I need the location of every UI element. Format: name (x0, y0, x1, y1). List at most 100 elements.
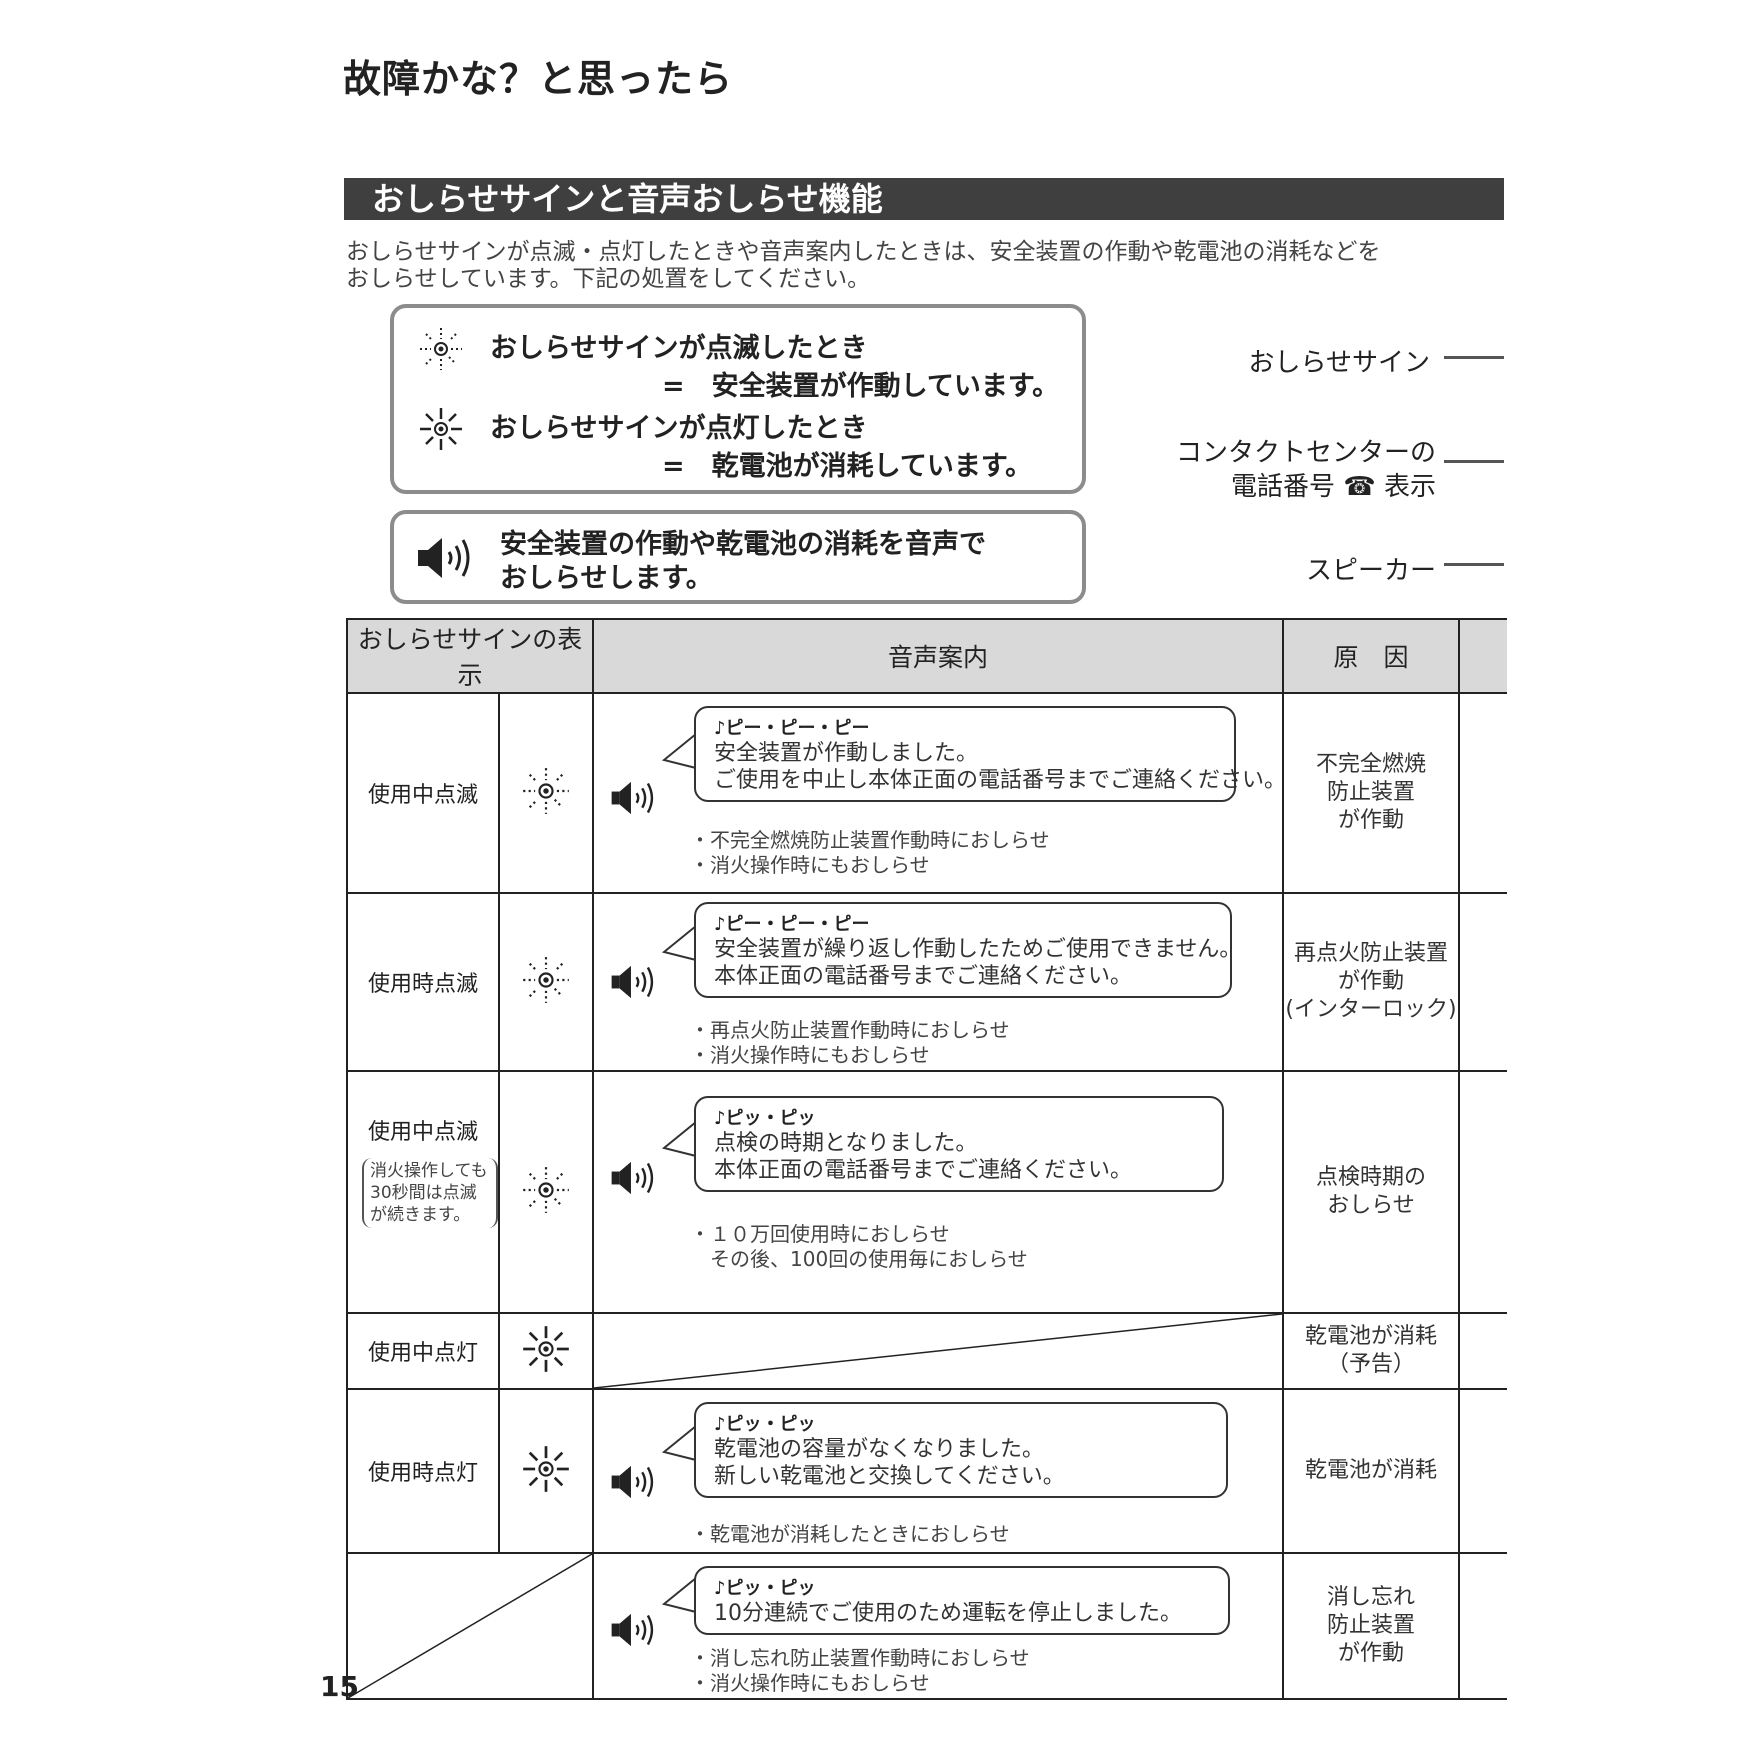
row-label-cell: 使用中点滅 消火操作しても30秒間は点滅が続きます。 (346, 1070, 500, 1314)
speaker-icon (611, 1613, 654, 1647)
speaker-icon (418, 538, 470, 578)
blink-icon (523, 957, 569, 1003)
voice-message-2: ご使用を中止し本体正面の電話番号までご連絡ください。 (714, 768, 1287, 793)
row-label: 使用中点滅 (367, 1120, 478, 1145)
voice-notes: ・消し忘れ防止装置作動時におしらせ ・消火操作時にもおしらせ (690, 1646, 1030, 1695)
voice-message-1: 乾電池の容量がなくなりました。 (714, 1437, 1045, 1462)
row-voice-cell: ♪ピッ・ピッ 点検の時期となりました。 本体正面の電話番号までご連絡ください。 … (592, 1070, 1285, 1314)
row-cause: 不完全燃焼 防止装置 が作動 (1282, 692, 1461, 894)
row-extra (1458, 1312, 1508, 1390)
row-extra (1458, 1388, 1508, 1554)
header-voice: 音声案内 (592, 618, 1285, 694)
row-label: 使用時点滅 (346, 892, 500, 1072)
row-extra (1458, 692, 1508, 894)
table-header-row: おしらせサインの表示 音声案内 原 因 (345, 618, 1508, 694)
cause-line: (インターロック) (1285, 997, 1457, 1022)
cause-line: 再点火防止装置 (1294, 941, 1449, 966)
table-row: ♪ピッ・ピッ 10分連続でご使用のため運転を停止しました。 ・消し忘れ防止装置作… (345, 1552, 1508, 1700)
header-cause: 原 因 (1282, 618, 1461, 694)
blink-icon (420, 328, 462, 370)
row-label: 使用中点滅 (346, 692, 500, 894)
speaker-label: スピーカー (1305, 556, 1436, 586)
voice-legend-line-1: 安全装置の作動や乾電池の消耗を音声で (500, 529, 986, 560)
contact-label-line-1: コンタクトセンターの (1175, 438, 1436, 468)
beep-text: ♪ピッ・ピッ (714, 1414, 816, 1435)
voice-message-1: 安全装置が繰り返し作動したためご使用できません。 (714, 937, 1242, 962)
row-extra (1458, 1070, 1508, 1314)
contact-label-line-2: 電話番号 ☎ 表示 (1140, 466, 1436, 503)
contact-phone-text: 電話番号 (1231, 472, 1336, 502)
row-cause: 乾電池が消耗 (1282, 1388, 1461, 1554)
speaker-leader-line (1444, 563, 1504, 566)
cause-line: 不完全燃焼 (1316, 752, 1427, 777)
contact-display-text: 表示 (1383, 472, 1436, 502)
speaker-icon (611, 1161, 654, 1195)
sign-label: おしらせサイン (1248, 348, 1430, 378)
cause-line: 点検時期の (1316, 1165, 1427, 1190)
voice-message-2: 本体正面の電話番号までご連絡ください。 (714, 964, 1133, 989)
sign-table: おしらせサインの表示 音声案内 原 因 使用中点滅 ♪ピー・ピー・ピー 安全装置… (345, 618, 1508, 1700)
voice-notes: ・再点火防止装置作動時におしらせ ・消火操作時にもおしらせ (690, 1018, 1010, 1067)
lit-icon (523, 1446, 569, 1492)
voice-bubble: ♪ピッ・ピッ 10分連続でご使用のため運転を停止しました。 (694, 1566, 1231, 1635)
row-label: 使用中点灯 (346, 1312, 500, 1390)
voice-legend-box: 安全装置の作動や乾電池の消耗を音声で おしらせします。 (390, 510, 1086, 604)
page-title: 故障かな？と思ったら (343, 57, 734, 101)
voice-bubble: ♪ピー・ピー・ピー 安全装置が繰り返し作動したためご使用できません。 本体正面の… (694, 902, 1242, 998)
voice-bubble: ♪ピッ・ピッ 乾電池の容量がなくなりました。 新しい乾電池と交換してください。 (694, 1402, 1229, 1498)
cause-line: 消し忘れ (1327, 1585, 1416, 1610)
lit-icon (523, 1326, 569, 1372)
table-row: 使用時点滅 ♪ピー・ピー・ピー 安全装置が繰り返し作動したためご使用できません。… (346, 892, 1508, 1072)
row-voice-cell-empty (592, 1312, 1285, 1390)
blink-icon (523, 1167, 569, 1213)
voice-notes: ・１０万回使用時におしらせ その後、100回の使用毎におしらせ (690, 1222, 1028, 1271)
voice-notes: ・不完全燃焼防止装置作動時におしらせ ・消火操作時にもおしらせ (690, 828, 1050, 877)
row-sign-cell-empty (345, 1552, 595, 1700)
blink-meaning: = 安全装置が作動しています。 (662, 371, 1060, 402)
sign-leader-line (1444, 356, 1504, 359)
lit-condition: おしらせサインが点灯したとき (490, 413, 868, 444)
bubble-tail (662, 925, 697, 961)
row-extra (1458, 892, 1508, 1072)
row-voice-cell: ♪ピッ・ピッ 乾電池の容量がなくなりました。 新しい乾電池と交換してください。 … (592, 1388, 1285, 1554)
row-cause: 乾電池が消耗 （予告） (1282, 1312, 1461, 1390)
blink-icon (523, 768, 569, 814)
section-title: おしらせサインと音声おしらせ機能 (372, 180, 883, 218)
sign-legend-box: おしらせサインが点滅したとき = 安全装置が作動しています。 おしらせサインが点… (390, 304, 1086, 494)
cause-line: 防止装置 (1327, 1613, 1416, 1638)
table-row: 使用中点滅 ♪ピー・ピー・ピー 安全装置が作動しました。 ご使用を中止し本体正面… (346, 692, 1508, 894)
voice-message-2: 本体正面の電話番号までご連絡ください。 (714, 1158, 1133, 1183)
row-cause: 再点火防止装置 が作動 (インターロック) (1282, 892, 1461, 1072)
row-extra (1458, 1552, 1508, 1700)
lit-icon (420, 408, 462, 450)
header-extra (1458, 618, 1508, 694)
beep-text: ♪ピッ・ピッ (714, 1108, 816, 1129)
voice-bubble: ♪ピー・ピー・ピー 安全装置が作動しました。 ご使用を中止し本体正面の電話番号ま… (694, 706, 1287, 802)
speaker-icon (611, 965, 654, 999)
beep-text: ♪ピー・ピー・ピー (714, 914, 870, 935)
row-sub-note: 消火操作しても30秒間は点滅が続きます。 (362, 1158, 498, 1228)
row-icon-cell (497, 892, 595, 1072)
voice-notes: ・乾電池が消耗したときにおしらせ (690, 1522, 1010, 1546)
bubble-tail (662, 1577, 697, 1613)
cause-line: （予告） (1327, 1352, 1416, 1377)
row-icon-cell (497, 1070, 595, 1314)
no-voice-diagonal (594, 1314, 1282, 1388)
table-row: 使用時点灯 ♪ピッ・ピッ 乾電池の容量がなくなりました。 新しい乾電池と交換して… (346, 1388, 1508, 1554)
row-voice-cell: ♪ピッ・ピッ 10分連続でご使用のため運転を停止しました。 ・消し忘れ防止装置作… (592, 1552, 1285, 1700)
cause-line: が作動 (1338, 1641, 1405, 1666)
table-row: 使用中点滅 消火操作しても30秒間は点滅が続きます。 ♪ピッ・ピッ 点検の時期と… (346, 1070, 1508, 1314)
row-cause: 消し忘れ 防止装置 が作動 (1282, 1552, 1461, 1700)
lit-meaning: = 乾電池が消耗しています。 (662, 451, 1033, 482)
section-bar (344, 178, 1504, 220)
voice-message-2: 新しい乾電池と交換してください。 (714, 1464, 1065, 1489)
no-sign-diagonal (348, 1554, 592, 1698)
contact-leader-line (1444, 460, 1504, 463)
beep-text: ♪ピッ・ピッ (714, 1578, 816, 1599)
row-voice-cell: ♪ピー・ピー・ピー 安全装置が作動しました。 ご使用を中止し本体正面の電話番号ま… (592, 692, 1287, 894)
phone-icon: ☎ (1343, 472, 1376, 502)
page-number: 15 (320, 1670, 359, 1703)
intro-line-2: おしらせしています。下記の処置をしてください。 (346, 266, 871, 292)
beep-text: ♪ピー・ピー・ピー (714, 718, 870, 739)
cause-line: 防止装置 (1327, 780, 1416, 805)
